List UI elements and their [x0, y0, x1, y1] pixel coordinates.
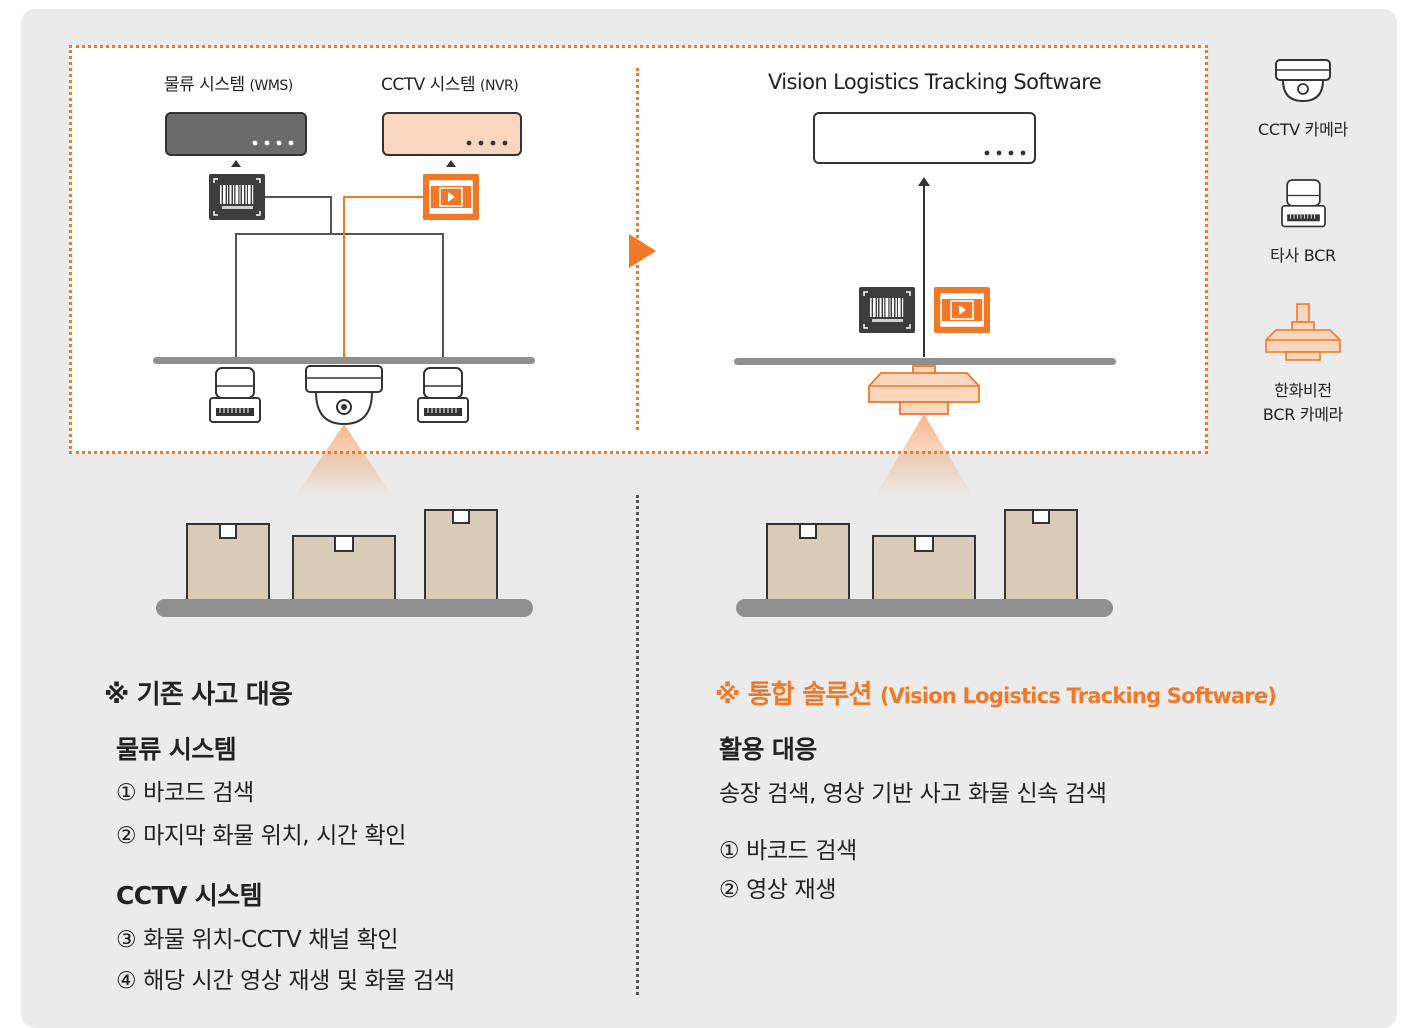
cctv-dome-camera-icon: [305, 365, 383, 426]
camera-beam: [294, 424, 394, 498]
bottom-divider: [636, 495, 639, 995]
wms-label: 물류 시스템 (WMS): [164, 70, 293, 95]
solution-heading: ※ 통합 솔루션 (Vision Logistics Tracking Soft…: [715, 674, 1277, 711]
wms-server: [165, 112, 307, 156]
barcode-icon: [208, 173, 266, 221]
use-title: 활용 대응: [719, 735, 817, 764]
legacy-step-2: ② 마지막 화물 위치, 시간 확인: [116, 823, 407, 849]
nvr-label-main: CCTV 시스템: [381, 75, 476, 95]
legend-hanwha-label-2: BCR 카메라: [1262, 405, 1344, 424]
left-conveyor: [156, 509, 533, 617]
cctv-title: CCTV 시스템: [116, 881, 263, 910]
video-play-icon: [933, 286, 991, 334]
up-arrow-icon: [231, 160, 241, 167]
legend-bcr-icon: [1281, 179, 1326, 228]
nvr-label-sub: (NVR): [479, 78, 519, 94]
wms-label-main: 물류 시스템: [164, 75, 245, 95]
legend-cctv-icon: [1275, 59, 1331, 103]
solution-heading-sub: (Vision Logistics Tracking Software): [879, 684, 1277, 708]
solution-heading-main: ※ 통합 솔루션: [715, 680, 872, 710]
nvr-server: [382, 112, 522, 156]
legend-hanwha-icon: [1265, 303, 1341, 361]
up-arrow-icon: [446, 160, 456, 167]
bcr-scanner-icon: [417, 367, 469, 423]
right-conveyor: [736, 509, 1113, 617]
right-arrow-icon: [629, 234, 656, 268]
use-description: 송장 검색, 영상 기반 사고 화물 신속 검색: [719, 781, 1107, 807]
mount-rail: [153, 357, 535, 364]
hanwha-bcr-camera-icon: [868, 365, 980, 415]
legacy-step-3: ③ 화물 위치-CCTV 채널 확인: [116, 927, 399, 953]
camera-beam: [874, 414, 974, 498]
up-arrow-icon: [918, 177, 930, 186]
solution-step-2: ② 영상 재생: [719, 877, 837, 903]
legacy-step-1: ① 바코드 검색: [116, 780, 254, 806]
legend-cctv-label: CCTV 카메라: [1258, 120, 1348, 139]
vlts-server: [813, 112, 1036, 164]
barcode-icon: [858, 286, 916, 334]
mount-rail: [734, 358, 1116, 365]
video-play-icon: [422, 173, 480, 221]
solution-step-1: ① 바코드 검색: [719, 838, 857, 864]
nvr-label: CCTV 시스템 (NVR): [381, 70, 519, 95]
legacy-heading: ※ 기존 사고 대응: [104, 680, 293, 710]
vlts-label: Vision Logistics Tracking Software: [768, 70, 1102, 94]
bcr-scanner-icon: [209, 367, 261, 423]
legend-hanwha-label-1: 한화비전: [1274, 381, 1332, 400]
legend-bcr-label: 타사 BCR: [1270, 246, 1336, 265]
wms-title: 물류 시스템: [116, 735, 237, 764]
legacy-step-4: ④ 해당 시간 영상 재생 및 화물 검색: [116, 968, 455, 994]
wms-label-sub: (WMS): [249, 78, 294, 94]
